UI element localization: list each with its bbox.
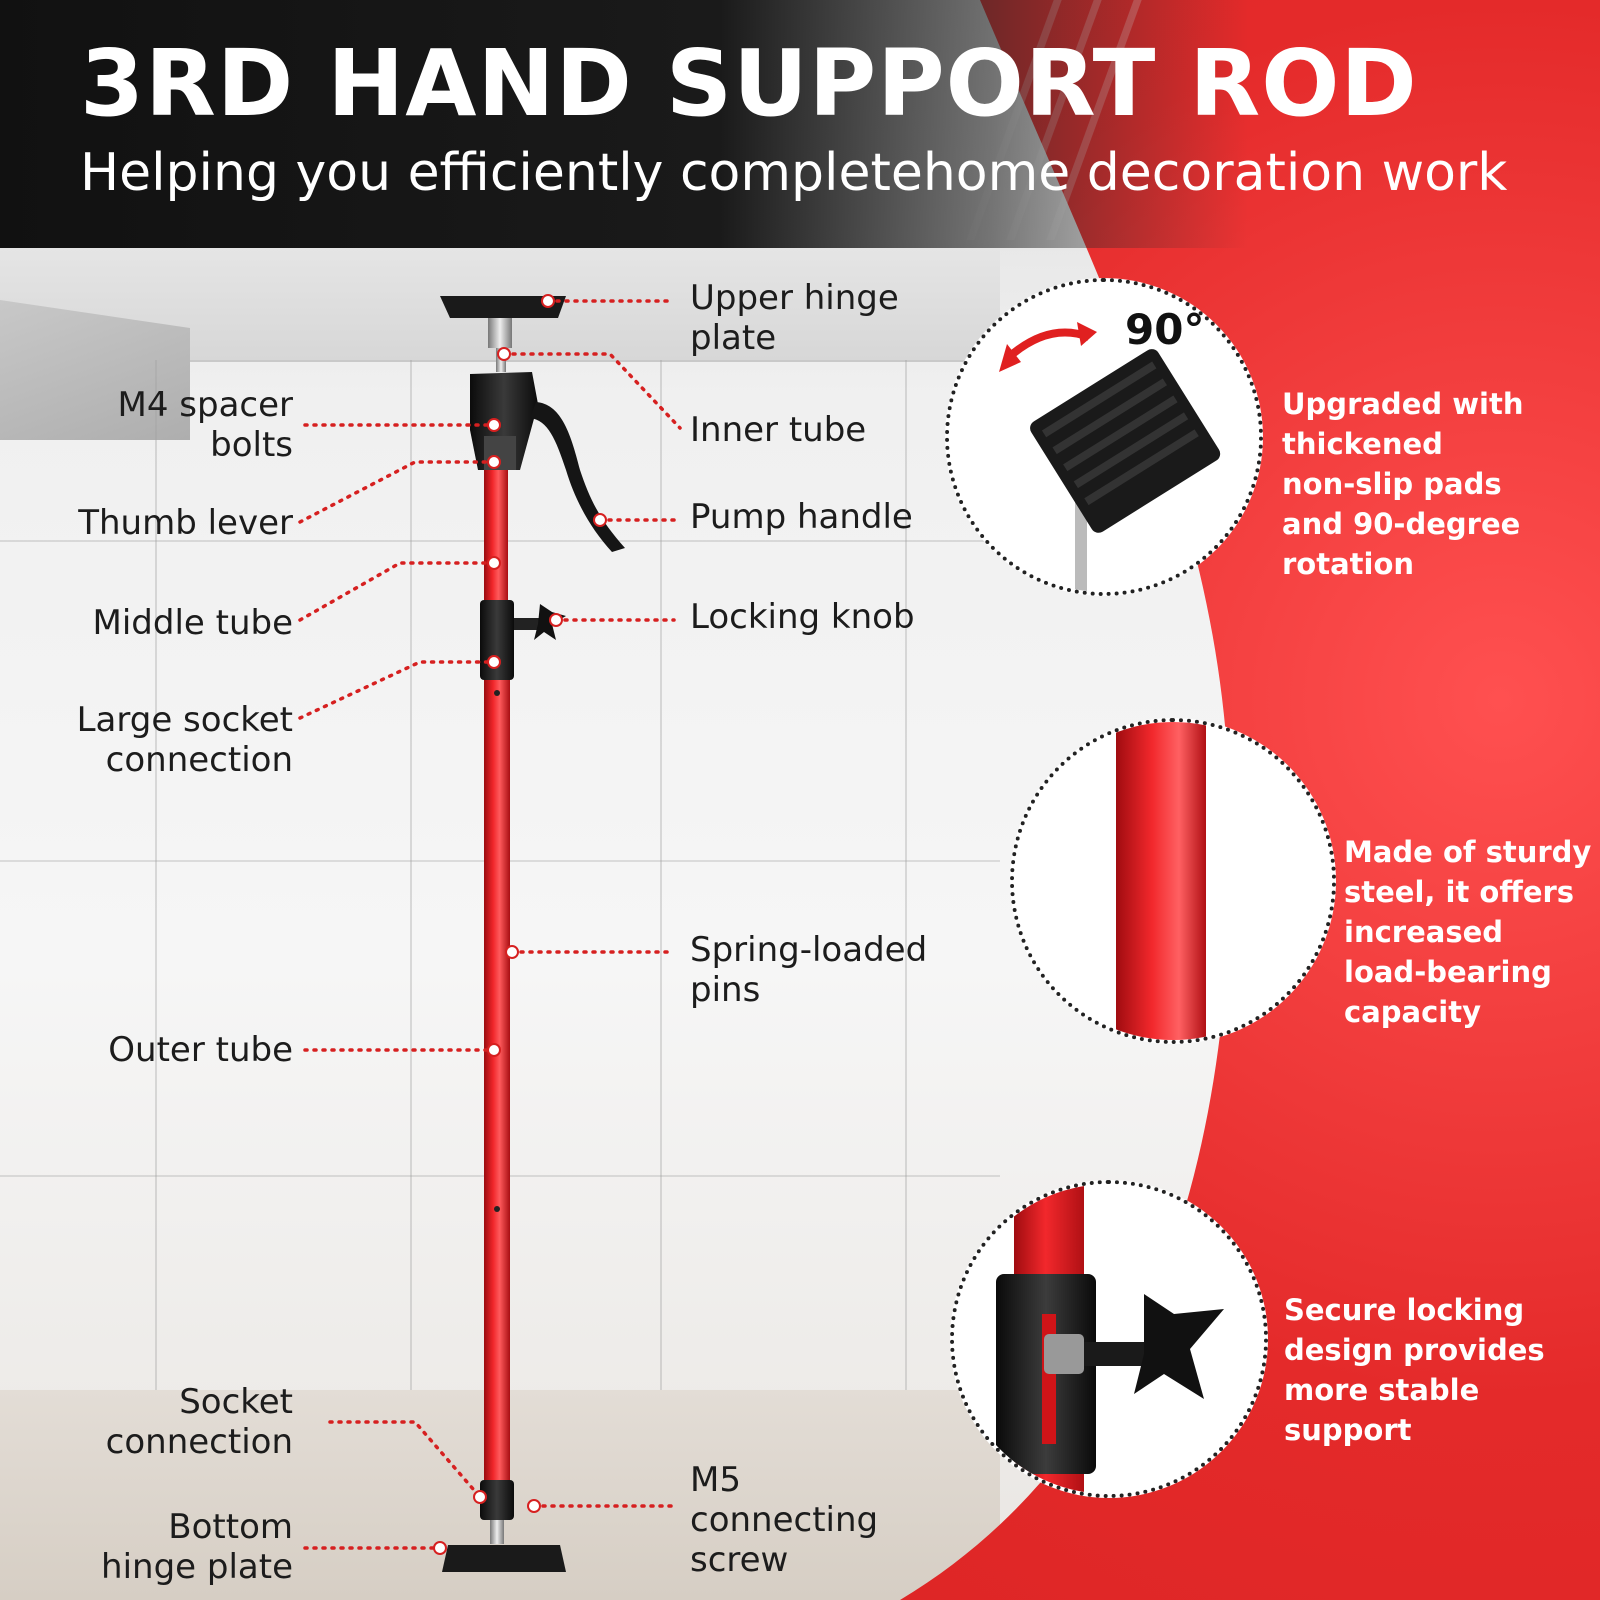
label-middle-tube: Middle tube <box>92 603 294 643</box>
label-inner-tube: Inner tube <box>690 410 867 450</box>
tile-grout <box>660 360 662 1420</box>
label-large-socket-connection: Large socket connection <box>76 700 293 780</box>
detail-rotating-pad <box>945 278 1263 596</box>
tile-grout <box>410 360 412 1420</box>
feature-locking-text: Secure locking design provides more stab… <box>1284 1293 1545 1447</box>
tile-grout <box>155 360 157 1420</box>
page-title: 3RD HAND SUPPORT ROD <box>80 30 1418 137</box>
bottom-hinge-plate-shape <box>442 1545 566 1572</box>
label-pump-handle: Pump handle <box>690 497 913 537</box>
label-bottom-hinge-plate: Bottom hinge plate <box>101 1507 293 1587</box>
detail-steel-tube <box>1010 718 1336 1044</box>
label-outer-tube: Outer tube <box>108 1030 293 1070</box>
rotate-arrow-icon <box>1006 328 1091 361</box>
detail-locking-mechanism <box>950 1180 1268 1498</box>
label-spring-loaded-pins: Spring-loaded pins <box>690 930 928 1010</box>
range-hood <box>0 300 190 440</box>
leader-lines <box>298 299 682 1550</box>
bottom-socket <box>480 1480 514 1520</box>
page-subtitle: Helping you efficiently completehome dec… <box>80 143 1508 203</box>
label-m4-spacer-bolts: M4 spacer bolts <box>117 385 294 465</box>
label-m5-connecting-screw: M5 connecting screw <box>690 1460 879 1580</box>
header-band <box>0 0 1600 248</box>
rotation-badge: 90° <box>1125 305 1205 354</box>
outer-rod <box>484 680 510 1480</box>
label-socket-connection: Socket connection <box>105 1382 293 1462</box>
label-thumb-lever: Thumb lever <box>78 503 293 543</box>
inner-rod <box>484 470 508 610</box>
rotating-pad-illustration <box>999 322 1221 592</box>
label-locking-knob: Locking knob <box>690 597 915 637</box>
label-upper-hinge-plate: Upper hinge plate <box>690 278 899 358</box>
leader-endpoints <box>433 294 607 1555</box>
tile-grout <box>905 360 907 1420</box>
feature-steel-text: Made of sturdy steel, it offers increase… <box>1344 835 1592 1029</box>
feature-rotation-text: Upgraded with thickened non-slip pads an… <box>1282 387 1524 581</box>
locking-illustration <box>996 1184 1224 1494</box>
steel-tube-illustration <box>1116 722 1206 1040</box>
